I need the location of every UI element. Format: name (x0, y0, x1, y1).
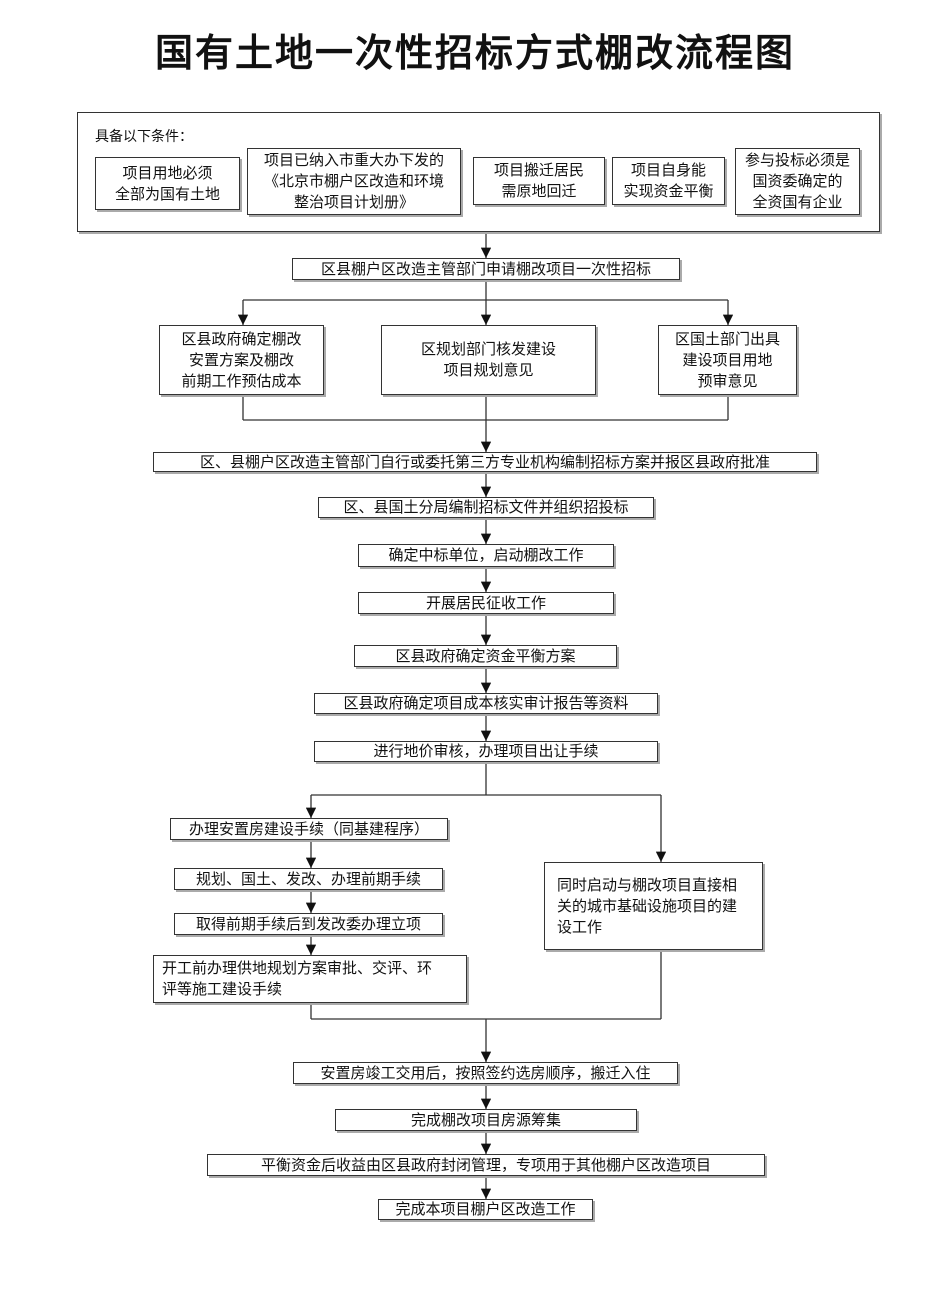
step-parallel-right: 区国土部门出具 建设项目用地 预审意见 (658, 325, 797, 395)
step-revenue: 平衡资金后收益由区县政府封闭管理，专项用于其他棚户区改造项目 (207, 1154, 765, 1176)
condition-box: 项目用地必须 全部为国有土地 (95, 157, 240, 210)
step-parallel-middle: 区规划部门核发建设 项目规划意见 (381, 325, 596, 395)
step-move-in: 安置房竣工交用后，按照签约选房顺序，搬迁入住 (293, 1062, 678, 1084)
conditions-label: 具备以下条件： (95, 129, 193, 145)
step-apply: 区县棚户区改造主管部门申请棚改项目一次性招标 (292, 258, 680, 280)
step-audit: 区县政府确定项目成本核实审计报告等资料 (314, 693, 658, 714)
page-title: 国有土地一次性招标方式棚改流程图 (154, 31, 795, 75)
condition-box: 项目已纳入市重大办下发的 《北京市棚户区改造和环境 整治项目计划册》 (247, 148, 461, 215)
step-balance-plan: 区县政府确定资金平衡方案 (354, 645, 617, 667)
step-project-approval: 取得前期手续后到发改委办理立项 (174, 913, 443, 935)
condition-box: 项目搬迁居民 需原地回迁 (473, 157, 605, 205)
step-construction-procedures: 开工前办理供地规划方案审批、交评、环 评等施工建设手续 (153, 955, 467, 1003)
step-price-review: 进行地价审核，办理项目出让手续 (314, 741, 658, 762)
step-bidding: 区、县国土分局编制招标文件并组织招投标 (318, 497, 654, 518)
condition-box: 项目自身能 实现资金平衡 (612, 157, 725, 205)
step-complete: 完成本项目棚户区改造工作 (378, 1199, 593, 1220)
conditions-group (77, 112, 880, 232)
step-preliminary-procedures: 规划、国土、发改、办理前期手续 (174, 868, 443, 890)
step-housing: 完成棚改项目房源筹集 (335, 1109, 637, 1131)
step-infrastructure: 同时启动与棚改项目直接相 关的城市基础设施项目的建 设工作 (544, 862, 763, 950)
step-parallel-left: 区县政府确定棚改 安置方案及棚改 前期工作预估成本 (159, 325, 324, 395)
condition-box: 参与投标必须是 国资委确定的 全资国有企业 (735, 148, 860, 215)
step-resettlement-procedures: 办理安置房建设手续（同基建程序） (170, 818, 448, 840)
step-acquisition: 开展居民征收工作 (358, 592, 614, 614)
step-compile-plan: 区、县棚户区改造主管部门自行或委托第三方专业机构编制招标方案并报区县政府批准 (153, 452, 817, 472)
step-winner: 确定中标单位，启动棚改工作 (358, 544, 614, 567)
